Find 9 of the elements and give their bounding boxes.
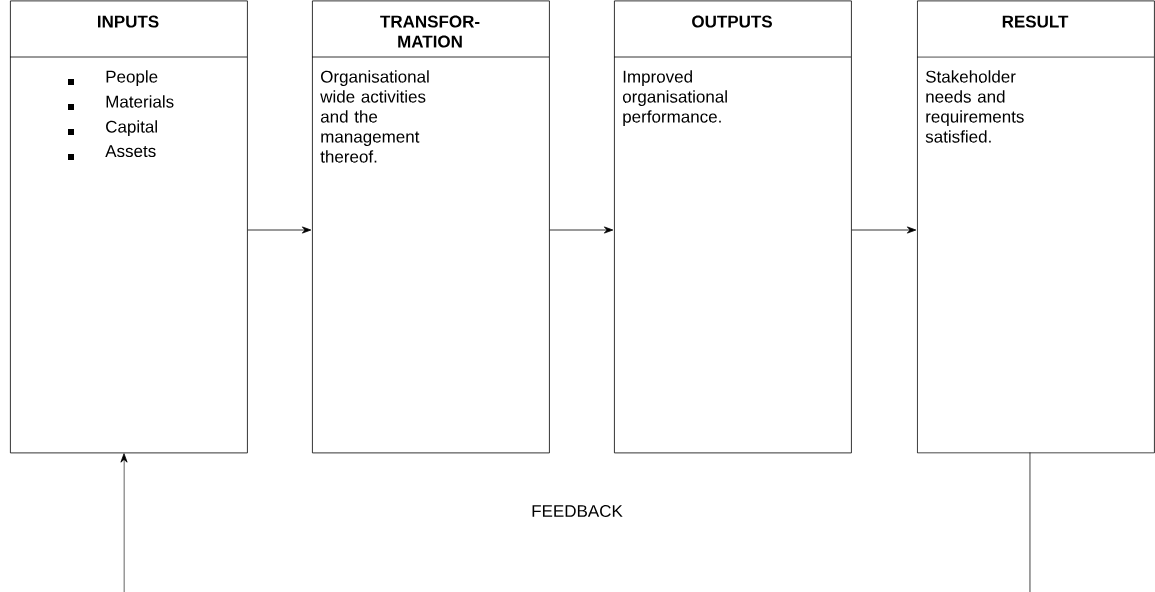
arrow <box>851 226 917 234</box>
feedback-arrow <box>120 452 1031 592</box>
process-box: INPUTS People Materials Capital Assets <box>9 0 248 454</box>
process-box: RESULT Stakeholder needs and requirements satisfied. <box>916 0 1155 454</box>
process-box: TRANSFOR-MATION Organisational wide activities and the management thereof. <box>311 0 550 454</box>
note-text: FEEDBACK <box>532 505 623 518</box>
arrow <box>549 226 614 234</box>
arrow <box>247 226 312 234</box>
process-box: OUTPUTS Improved organisational performance. <box>613 0 852 454</box>
